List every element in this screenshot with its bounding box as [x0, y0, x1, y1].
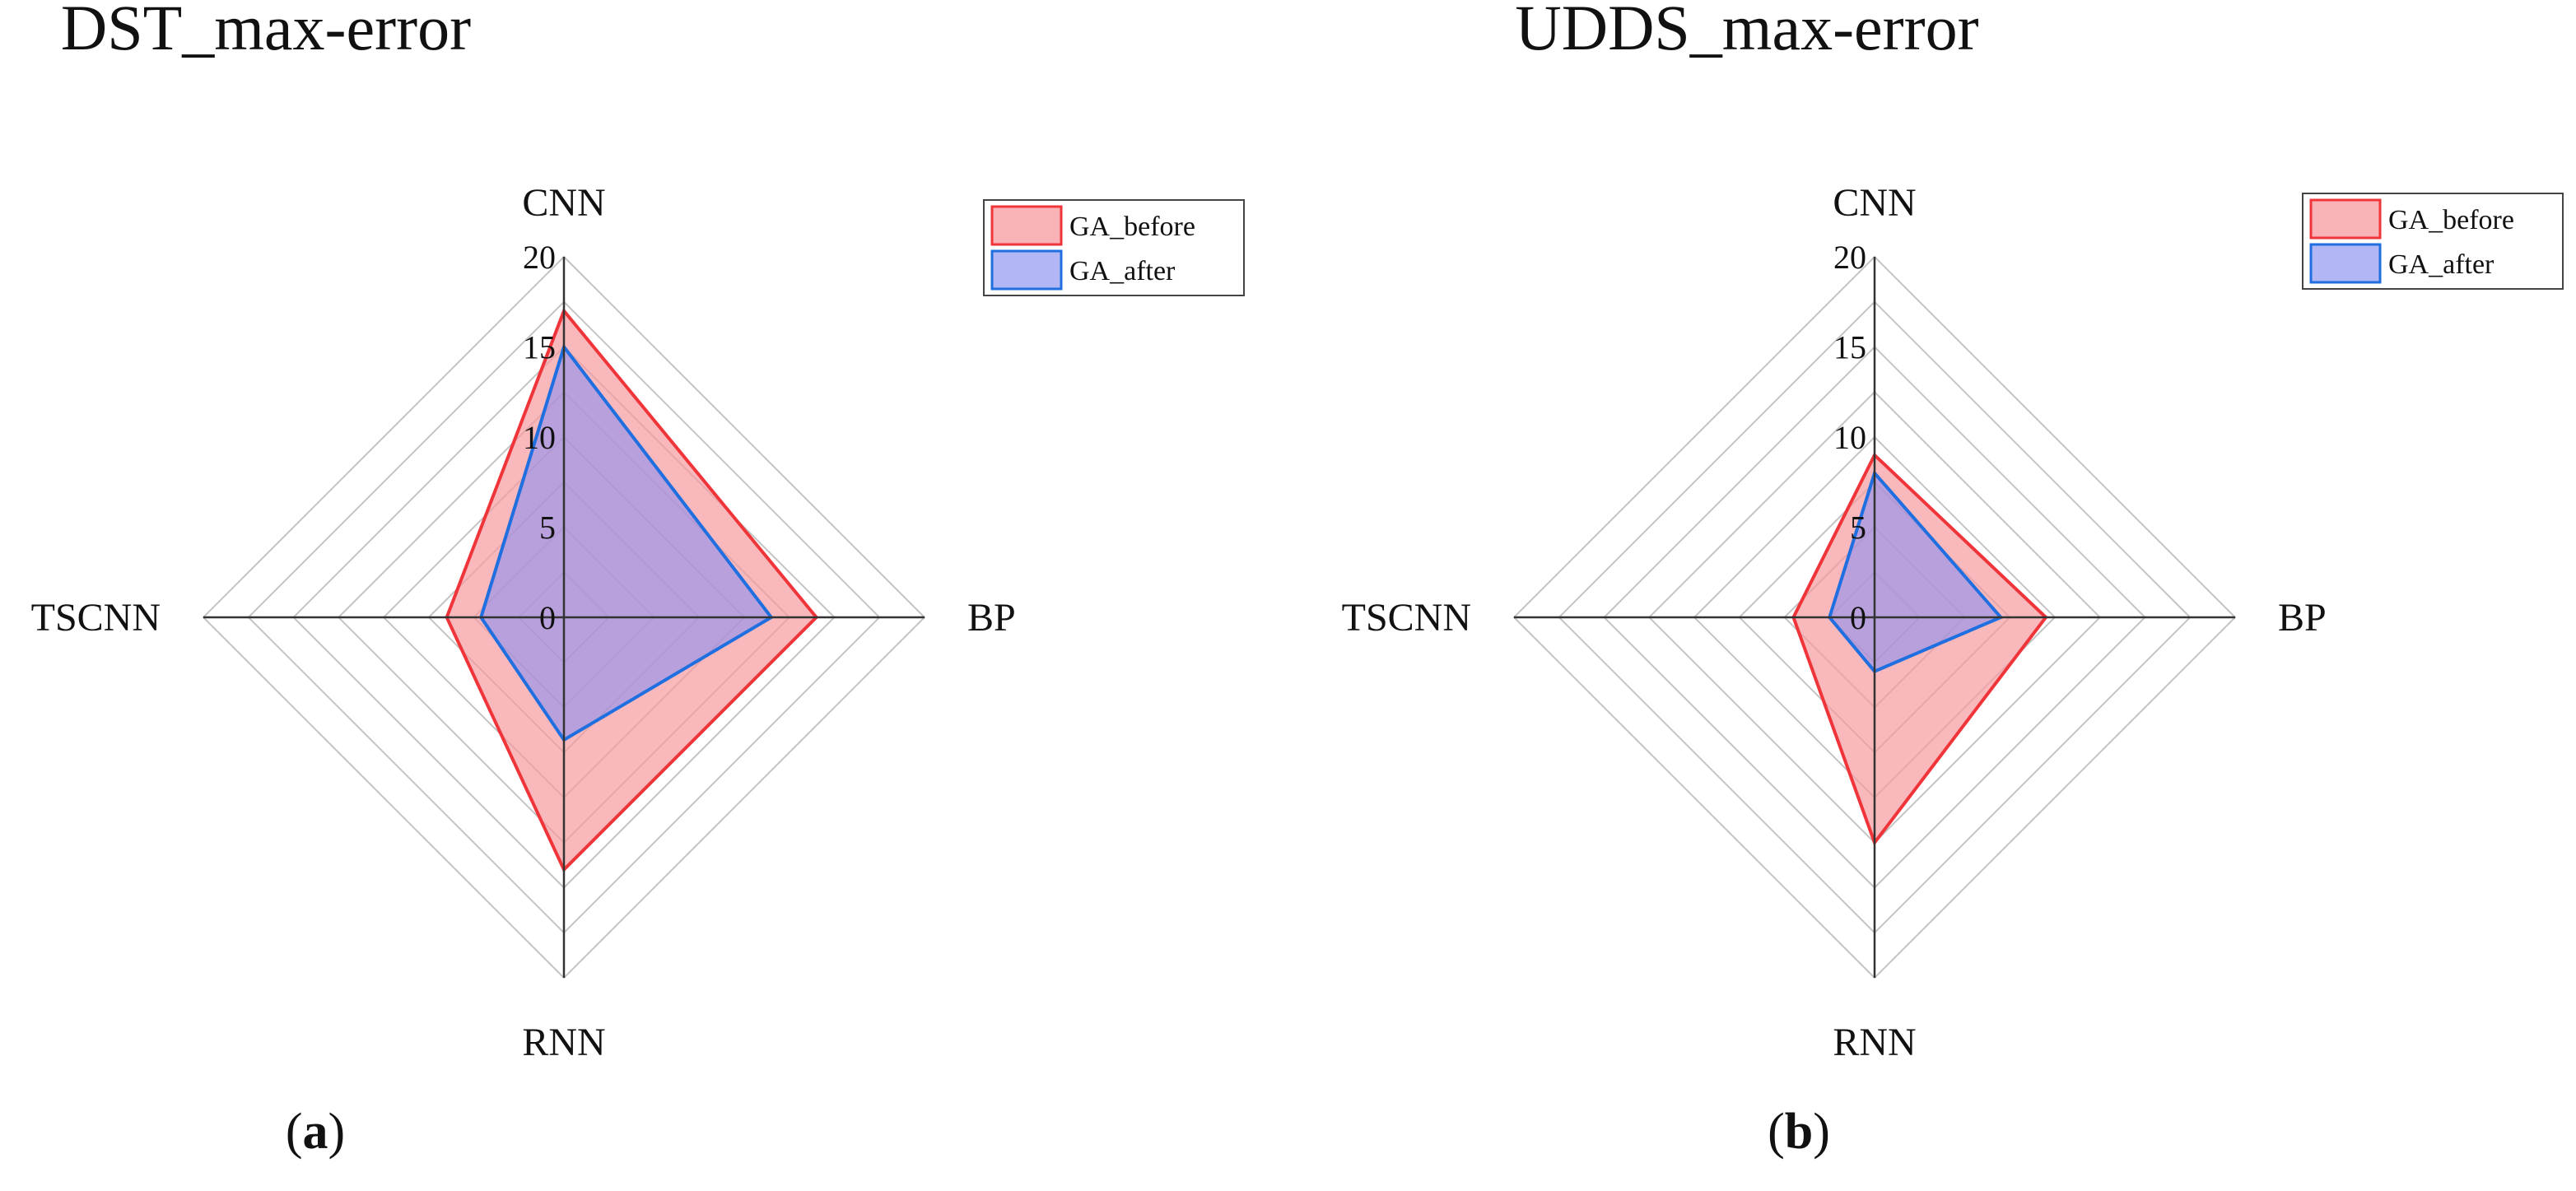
axis-label-cnn: CNN — [1833, 181, 1916, 225]
legend-label: GA_after — [2388, 249, 2494, 280]
tick-label: 20 — [1833, 239, 1866, 276]
radar-plot: 0 5 10 15 20 CNN BP RNN TSCNN — [31, 181, 1016, 1064]
legend-swatch — [2309, 198, 2382, 240]
panel-label: (b) — [1768, 1104, 1830, 1160]
tick-label: 5 — [539, 509, 556, 547]
radar-svg-a: DST_max-error 0 5 10 15 20 CNN BP RNN TSCNN GA_b… — [31, 0, 1245, 1160]
tick-label: 0 — [1850, 599, 1866, 636]
tick-label: 10 — [1833, 419, 1866, 456]
chart-title: DST_max-error — [61, 0, 471, 63]
axis-label-tscnn: TSCNN — [1342, 596, 1471, 640]
axis-label-bp: BP — [967, 596, 1016, 640]
chart-title: UDDS_max-error — [1515, 0, 1978, 63]
radar-chart-a: DST_max-error 0 5 10 15 20 CNN BP RNN TSCNN GA_b… — [31, 0, 1245, 1160]
axis-label-tscnn: TSCNN — [31, 596, 161, 640]
axis-label-rnn: RNN — [522, 1021, 605, 1064]
tick-label: 10 — [523, 419, 556, 456]
legend-swatch — [2309, 243, 2382, 284]
tick-label: 15 — [523, 329, 556, 366]
tick-label: 5 — [1850, 509, 1866, 547]
radar-svg-b: UDDS_max-error 0 5 10 15 20 CNN BP RNN TSCNN GA_… — [1342, 0, 2564, 1160]
legend-label: GA_after — [1069, 256, 1176, 286]
legend-swatch — [990, 205, 1063, 246]
panel-label: (a) — [286, 1104, 345, 1160]
tick-label: 0 — [539, 599, 556, 636]
legend-swatch — [990, 249, 1063, 291]
axis-label-rnn: RNN — [1833, 1021, 1916, 1064]
radar-chart-b: UDDS_max-error 0 5 10 15 20 CNN BP RNN TSCNN GA_… — [1288, 0, 2576, 1191]
tick-label: 20 — [523, 239, 556, 276]
axis-label-cnn: CNN — [522, 181, 605, 225]
tick-label: 15 — [1833, 329, 1866, 366]
axis-label-bp: BP — [2278, 596, 2327, 640]
radar-plot: 0 5 10 15 20 CNN BP RNN TSCNN — [1342, 181, 2327, 1064]
legend-label: GA_before — [2388, 205, 2514, 235]
legend-label: GA_before — [1069, 212, 1195, 242]
